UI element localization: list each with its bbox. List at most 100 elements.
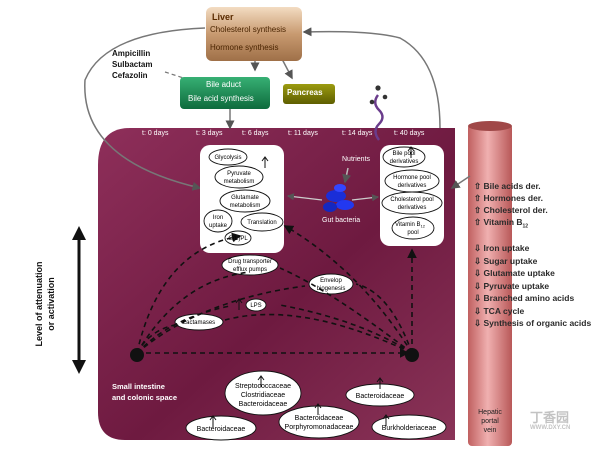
antibiotics-list: Ampicillin Sulbactam Cefazolin — [112, 48, 152, 81]
bile-pool-label-1: Bile pool — [392, 151, 415, 157]
y-axis-label-line-2: or activation — [46, 277, 56, 331]
small-intestine-line-2: and colonic space — [112, 393, 178, 402]
left-node — [130, 348, 144, 362]
glutamate-label-1: Glutamate — [231, 195, 259, 201]
oval-bile-pool — [382, 146, 426, 168]
vitamin-label-2: pool — [407, 230, 418, 236]
timepoint-3: t: 11 days — [288, 130, 318, 137]
gut-bacteria-icon — [323, 184, 354, 212]
gut-region — [98, 128, 455, 440]
down-item-7: ⇩ Synthesis of organic acids — [474, 318, 592, 328]
hormone-pool-label-1: Hormone pool — [393, 175, 431, 181]
antibiotic-2: Sulbactam — [112, 60, 153, 69]
bile-adduct-title: Bile aduct — [206, 80, 242, 89]
timepoint-5: t: 40 days — [394, 130, 425, 137]
vitamin-label-1: Vitamin B12 — [395, 222, 426, 229]
oval-pyruvate — [214, 165, 264, 189]
antibiotic-1: Ampicillin — [112, 49, 151, 58]
bacteria-bottom-center-1: Bacteroidaceae — [295, 415, 344, 422]
hormone-pool-label-2: derivatives — [398, 183, 427, 189]
nutrients-label: Nutrients — [342, 156, 371, 163]
oval-drug-transporter — [221, 254, 279, 276]
down-item-6: ⇩ TCA cycle — [474, 305, 525, 316]
up-list: ⇧ Bile acids der. ⇧ Hormones der. ⇧ Chol… — [474, 180, 548, 233]
bacteria-bottom-right: Burkholderiaceae — [382, 425, 437, 432]
down-item-1: ⇩ Iron uptake — [474, 243, 530, 253]
timepoint-2: t: 6 days — [242, 130, 269, 137]
glutamate-label-2: metabolism — [230, 203, 261, 209]
bacteria-center-3: Bacteroidaceae — [239, 401, 288, 408]
bile-adduct-subtitle: Bile acid synthesis — [188, 94, 254, 103]
attenuation-axis-arrow — [72, 226, 86, 374]
watermark-text: 丁香园 — [530, 410, 570, 425]
translation-label: Translation — [247, 220, 276, 226]
oval-lps — [245, 298, 267, 312]
drug-transporter-label-1: Drug transporter — [228, 259, 272, 265]
down-item-2: ⇩ Sugar uptake — [474, 255, 538, 266]
liver-line-1: Cholesterol synthesis — [210, 25, 287, 34]
small-intestine-label: Small intestine and colonic space — [112, 381, 177, 403]
gut-bacteria-label: Gut bacteria — [322, 217, 361, 224]
bile-adduct-box — [180, 77, 270, 109]
hepatic-label: Hepatic portal vein — [470, 408, 510, 435]
bacteria-bottom-center-2: Porphyromonadaceae — [285, 424, 354, 431]
oval-bacteria-bottom-center — [278, 405, 360, 439]
up-item-2: ⇧ Hormones der. — [474, 193, 544, 203]
cholesterol-pool-label-1: Cholesterol pool — [390, 197, 433, 203]
timepoint-1: t: 3 days — [196, 130, 223, 137]
iron-label-1: Iron — [213, 215, 223, 221]
iron-label-2: uptake — [209, 223, 228, 229]
right-node — [405, 348, 419, 362]
liver-line-2: Hormone synthesis — [210, 43, 279, 52]
oval-glycolysis — [208, 148, 248, 166]
hepatic-line-1: Hepatic — [478, 409, 502, 416]
timepoint-0: t: 0 days — [142, 130, 169, 137]
down-item-4: ⇩ Pyruvate uptake — [474, 280, 550, 291]
up-item-3: ⇧ Cholesterol der. — [474, 205, 548, 215]
down-list: ⇩ Iron uptake ⇩ Sugar uptake ⇩ Glutamate… — [474, 242, 591, 330]
up-arrow-icons — [209, 146, 415, 427]
up-item-1: ⇧ Bile acids der. — [474, 181, 541, 191]
liver-title: Liver — [212, 12, 234, 22]
bacteria-bottom-left: Bacteroidaceae — [197, 426, 246, 433]
small-intestine-line-1: Small intestine — [112, 382, 165, 391]
pancreas-box — [283, 84, 335, 104]
bacteria-center-2: Clostridiaceae — [241, 392, 285, 399]
pyruvate-label-1: Pyruvate — [227, 171, 251, 177]
y-axis-label-line-1: Level of attenuation — [34, 261, 44, 347]
antibiotic-3: Cefazolin — [112, 71, 148, 80]
y-axis-label: Level of attenuation or activation — [33, 229, 57, 379]
pyruvate-label-2: metabolism — [224, 179, 255, 185]
gplr-label: G(L)PL — [228, 236, 248, 242]
oval-bacteria-bottom-left — [185, 415, 257, 441]
oval-translation — [240, 212, 284, 232]
watermark-url: WWW.DXY.CN — [530, 425, 571, 431]
oval-iron — [203, 209, 233, 233]
oval-bacteria-bottom-right — [371, 414, 447, 440]
lactamases-label: Lactamases — [183, 320, 215, 326]
envelop-label-1: Envelop — [320, 278, 342, 284]
bacteria-center-1: Streptococcaceae — [235, 383, 291, 390]
lps-label: LPS — [250, 303, 261, 309]
drug-transporter-label-2: efflux pumps — [233, 267, 267, 273]
oval-glutamate — [219, 189, 271, 213]
glycolysis-label: Glycolysis — [214, 155, 241, 161]
down-item-3: ⇩ Glutamate uptake — [474, 268, 555, 278]
down-item-5: ⇩ Branched amino acids — [474, 293, 575, 303]
hepatic-line-2: portal — [481, 418, 499, 425]
bile-pool-label-2: derivatives — [390, 159, 419, 165]
oval-vitamin — [391, 216, 435, 240]
oval-cholesterol-pool — [381, 191, 443, 215]
vitamin-subscript: 12 — [522, 223, 529, 230]
hepatic-line-3: vein — [483, 427, 497, 434]
envelop-label-2: biogenesis — [317, 286, 346, 292]
timepoint-4: t: 14 days — [342, 130, 373, 137]
oval-bacteria-center — [224, 370, 302, 416]
hepatic-portal-vein — [468, 124, 512, 446]
cholesterol-pool-label-2: derivatives — [398, 205, 427, 211]
up-item-4: ⇧ Vitamin B12 — [474, 217, 529, 230]
pancreas-label: Pancreas — [287, 88, 323, 97]
bacteria-right: Bacteroidaceae — [356, 393, 405, 400]
liver-box — [206, 7, 302, 61]
